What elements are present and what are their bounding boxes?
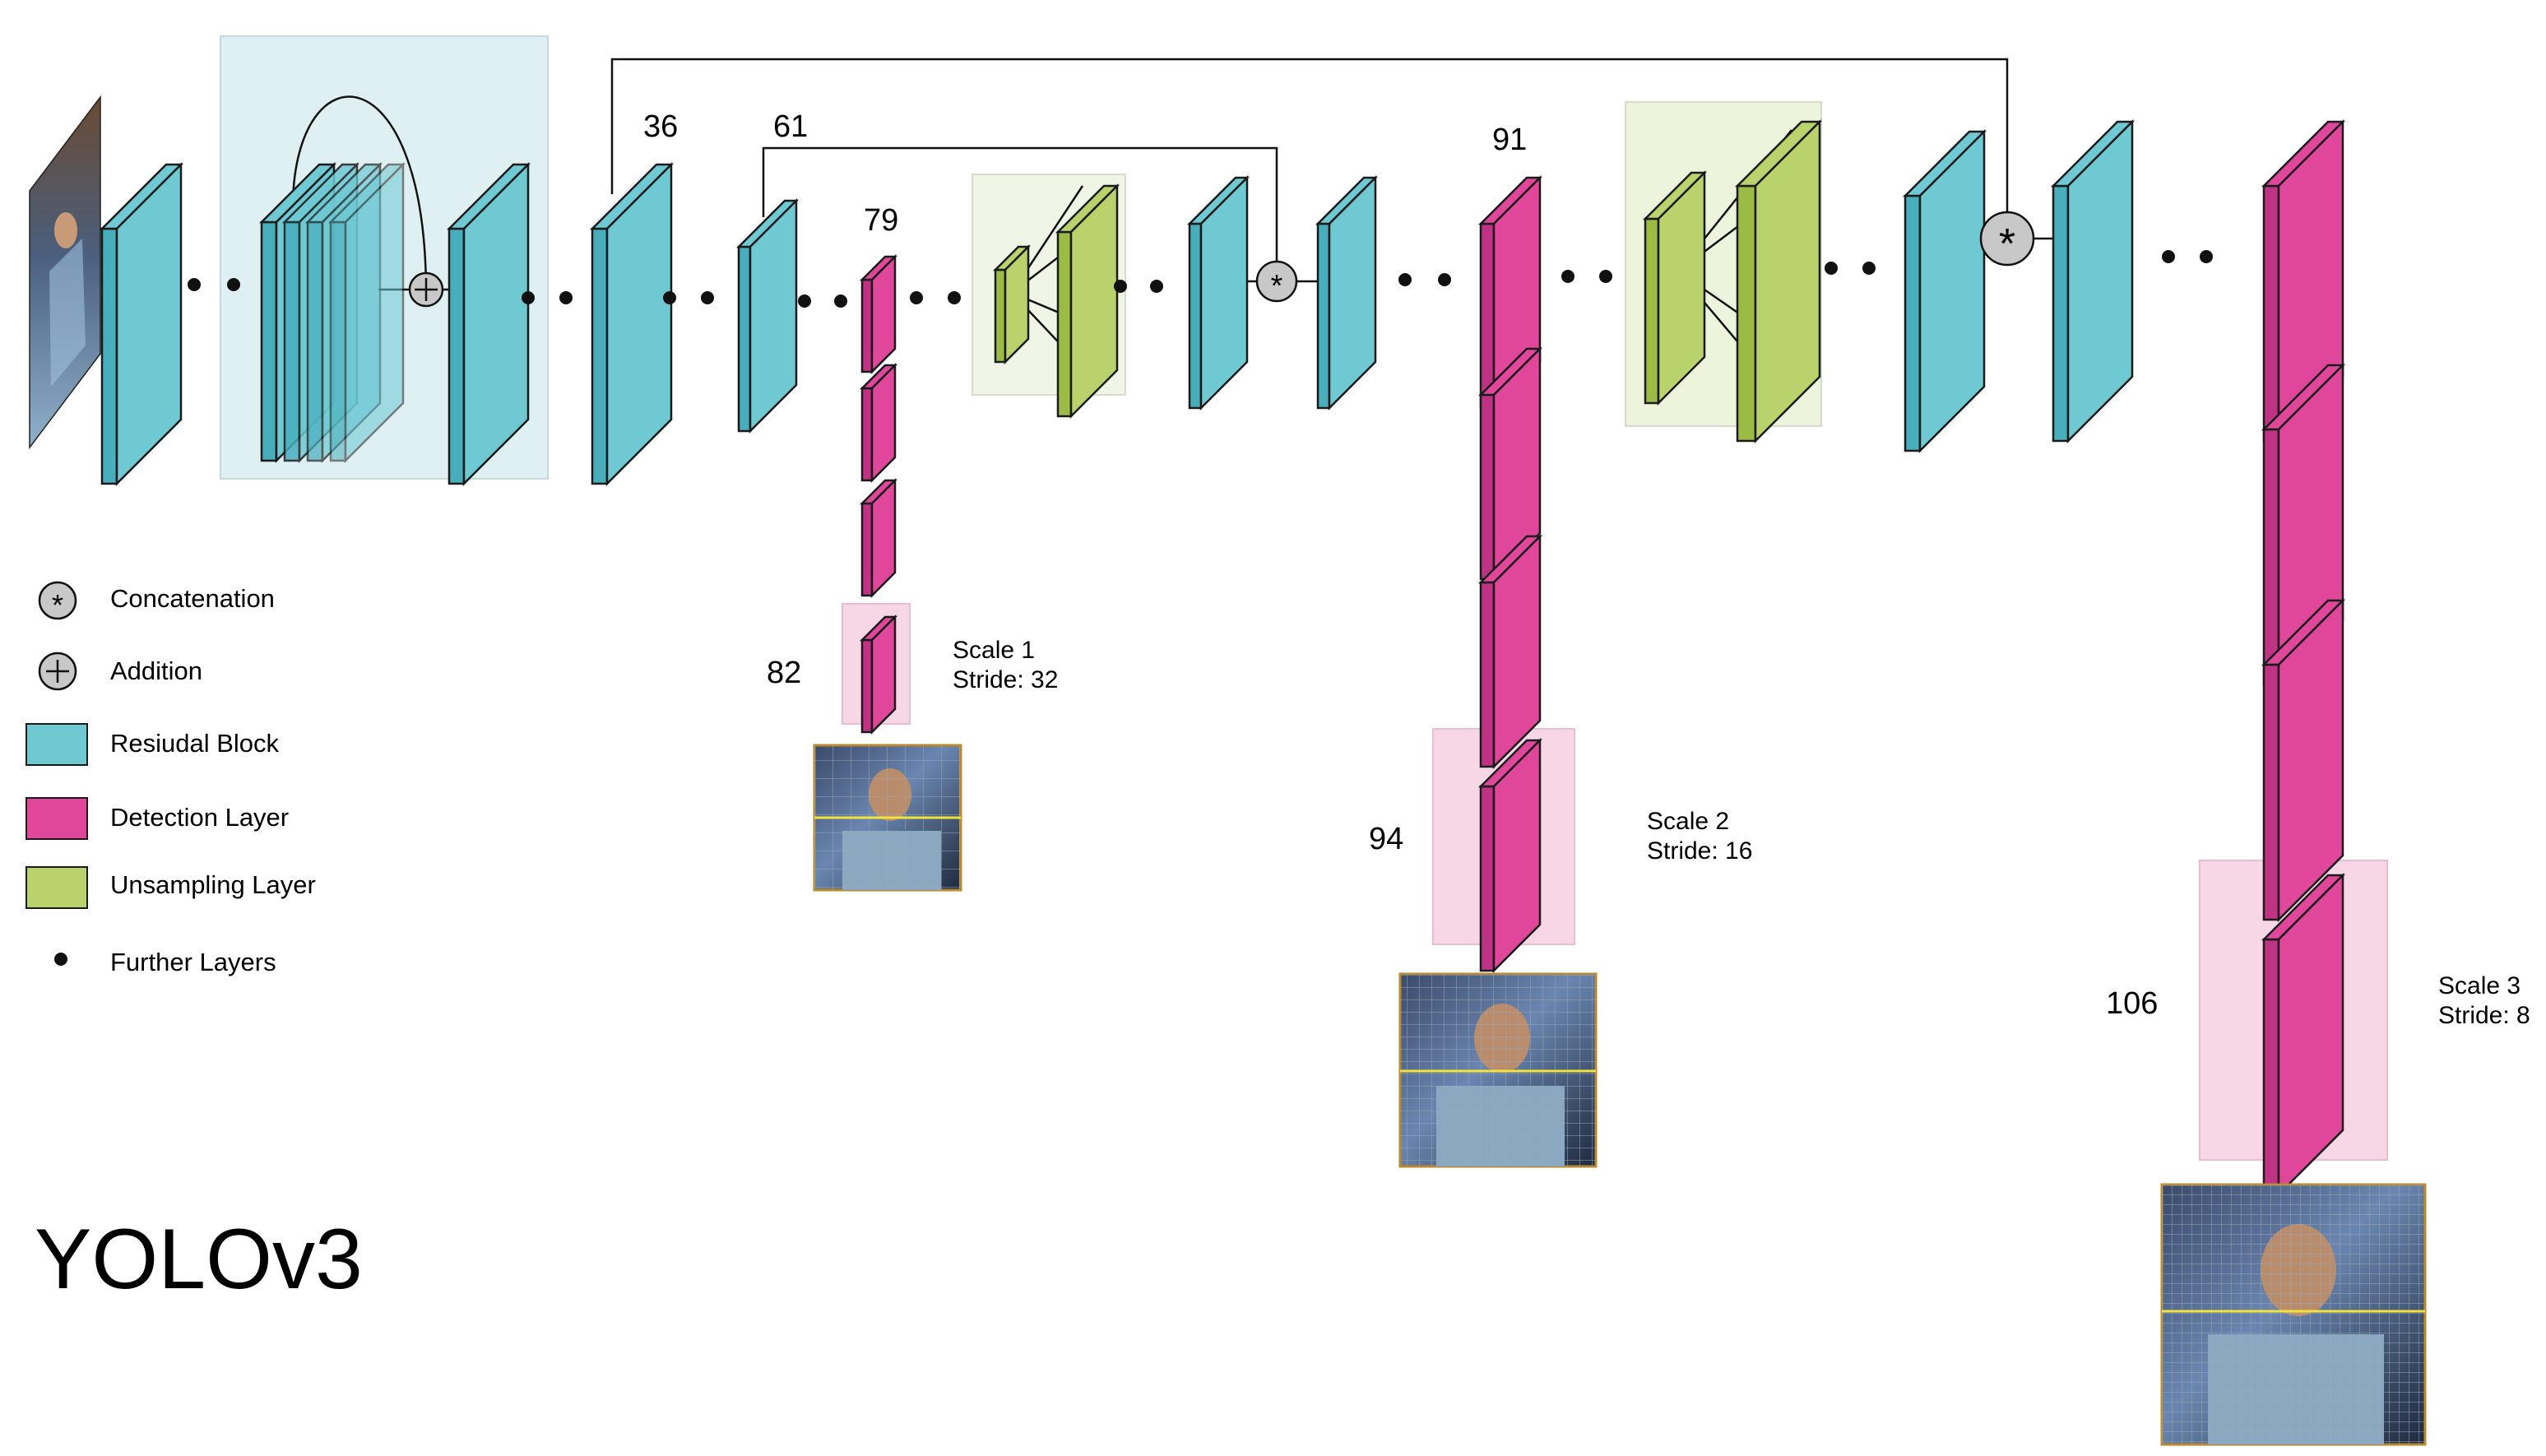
- stride-2-label: Stride: 16: [1647, 837, 1752, 865]
- upsampling-layer-2-input: [1642, 169, 1708, 406]
- further-layer-dot: [834, 294, 847, 308]
- detection-layer-105: [2261, 597, 2346, 923]
- concatenation-operator-2: *: [1979, 211, 2035, 268]
- route-36-line: [610, 58, 2009, 239]
- detection-layer-106: [2261, 872, 2346, 1198]
- further-layer-dot: [1862, 262, 1876, 275]
- legend-label-further-layers: Further Layers: [110, 948, 276, 976]
- residual-block-panel-output: [446, 161, 531, 487]
- further-layer-dot: [1150, 280, 1163, 293]
- blocks-layer: [99, 118, 2346, 1198]
- further-layer-dot: [2162, 250, 2175, 263]
- upsampling-layer-2-output: [1734, 118, 1823, 444]
- further-layer-dot: [559, 291, 573, 304]
- layer-number-94: 94: [1369, 822, 1403, 856]
- further-layer-dot: [798, 294, 811, 308]
- residual-block-pre-concat-2: [1902, 128, 1987, 454]
- further-layer-dot: [1599, 270, 1612, 283]
- further-layer-dot: [910, 291, 923, 304]
- further-layer-dot: [1114, 280, 1127, 293]
- further-layer-dot: [1561, 270, 1574, 283]
- input-image: [29, 95, 101, 450]
- scale-3-label: Scale 3: [2438, 972, 2520, 999]
- layer-number-61: 61: [773, 109, 808, 144]
- detection-layer-94: [1477, 737, 1543, 974]
- detection-layer-93: [1477, 533, 1543, 770]
- residual-block-post-concat-2: [2050, 118, 2136, 444]
- svg-text:*: *: [1271, 269, 1283, 304]
- concatenation-operator-1: *: [1255, 260, 1298, 304]
- residual-block-pre-concat-1: [1186, 174, 1250, 411]
- layer-number-82: 82: [767, 656, 801, 690]
- further-layers-dots: [188, 250, 2213, 308]
- diagram-title: YOLOv3: [35, 1212, 363, 1307]
- layer-number-91: 91: [1492, 123, 1527, 157]
- further-layer-dot: [227, 278, 240, 291]
- layer-number-79: 79: [864, 203, 898, 238]
- further-layer-dot: [1398, 273, 1412, 286]
- detection-layer-103: [2261, 118, 2346, 444]
- further-layer-dot: [522, 291, 535, 304]
- svg-text:*: *: [1999, 220, 2015, 268]
- detection-output-image-scale-3: [2160, 1183, 2427, 1446]
- upsampling-layer-1-input: [992, 243, 1032, 365]
- residual-block-61: [735, 197, 800, 434]
- addition-icon: [38, 651, 77, 691]
- scale-2-label: Scale 2: [1647, 808, 1729, 835]
- legend-label-concatenation: Concatenation: [110, 584, 275, 613]
- residual-skip-arc: [291, 95, 428, 290]
- legend-label-detection-layer: Detection Layer: [110, 803, 289, 832]
- detection-layer-81: [859, 477, 898, 599]
- layer-number-36: 36: [643, 109, 678, 144]
- legend: * Concatenation Addition Resiudal Block …: [26, 581, 316, 976]
- further-layer-dot: [2200, 250, 2213, 263]
- legend-label-addition: Addition: [110, 656, 202, 685]
- detection-layer-79: [859, 253, 898, 375]
- residual-block-1: [99, 161, 184, 487]
- stride-3-label: Stride: 8: [2438, 1002, 2530, 1029]
- upsampling-layer-swatch: [26, 866, 88, 909]
- layer-number-106: 106: [2106, 986, 2158, 1021]
- further-layer-dot: [701, 291, 714, 304]
- legend-label-upsampling-layer: Unsampling Layer: [110, 870, 316, 899]
- further-layer-dot: [1438, 273, 1451, 286]
- detection-layer-80: [859, 362, 898, 484]
- residual-block-swatch: [26, 723, 88, 766]
- further-layer-dot: [663, 291, 676, 304]
- detection-layer-swatch: [26, 797, 88, 840]
- further-layer-dot: [188, 278, 201, 291]
- detection-output-image-scale-2: [1398, 972, 1598, 1168]
- svg-text:*: *: [52, 588, 63, 622]
- stride-1-label: Stride: 32: [953, 666, 1058, 693]
- further-layer-dot: [1825, 262, 1838, 275]
- detection-layer-82: [859, 614, 898, 735]
- residual-block-post-concat-1: [1315, 174, 1379, 411]
- scale-1-label: Scale 1: [953, 637, 1035, 664]
- further-layer-dot: [948, 291, 961, 304]
- residual-block-panel-layer-4: [327, 161, 406, 464]
- dot-icon: [54, 953, 67, 966]
- legend-label-residual-block: Resiudal Block: [110, 729, 280, 758]
- upsampling-layer-1-output: [1055, 183, 1120, 420]
- addition-operator: [408, 271, 444, 308]
- route-61-line: [762, 146, 1278, 265]
- concatenation-icon: *: [38, 581, 77, 622]
- residual-block-36: [589, 161, 675, 487]
- detection-output-image-scale-1: [813, 744, 962, 892]
